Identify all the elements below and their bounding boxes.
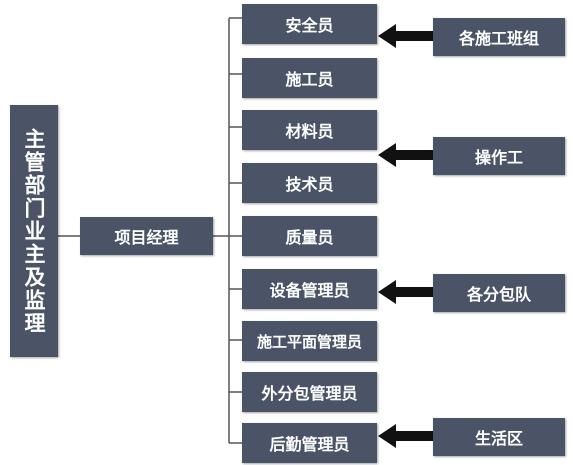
top-authority-node: 主管部门业主及监理: [10, 105, 58, 357]
arrow-left-icon: [378, 24, 433, 48]
staff-node-subcontract: 外分包管理员: [242, 372, 377, 412]
staff-node-construction: 施工员: [242, 58, 377, 98]
group-node-subcontractors: 各分包队: [433, 274, 565, 312]
staff-node-site-plan: 施工平面管理员: [242, 321, 377, 361]
staff-node-safety: 安全员: [242, 4, 377, 44]
arrow-left-icon: [378, 424, 433, 448]
arrow-left-icon: [378, 280, 433, 304]
project-manager-node: 项目经理: [80, 217, 213, 255]
staff-node-material: 材料员: [242, 110, 377, 150]
group-node-living-area: 生活区: [433, 418, 565, 456]
staff-node-logistics: 后勤管理员: [242, 423, 377, 463]
staff-node-quality: 质量员: [242, 216, 377, 256]
staff-node-equipment: 设备管理员: [242, 269, 377, 309]
group-node-operators: 操作工: [433, 137, 565, 175]
arrow-left-icon: [378, 143, 433, 167]
staff-node-technical: 技术员: [242, 163, 377, 203]
group-node-work-teams: 各施工班组: [433, 18, 565, 56]
